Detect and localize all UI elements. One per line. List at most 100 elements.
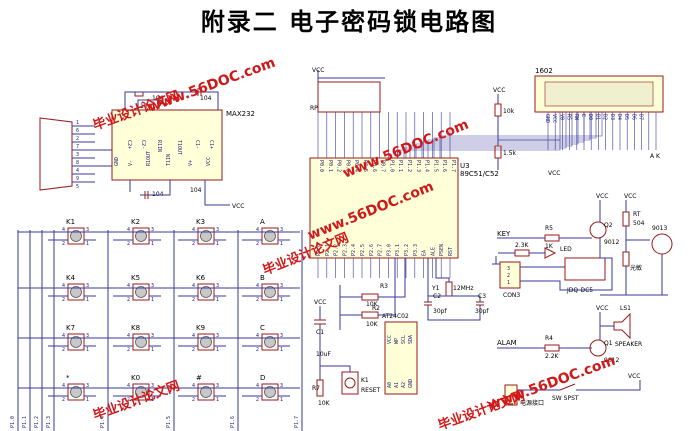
key-pin: 4 [127,383,130,389]
svg-text:10K: 10K [318,400,331,407]
key-pin: 1 [86,241,89,247]
speaker-icon [613,312,631,340]
svg-text:6: 6 [76,128,79,134]
svg-text:Q2: Q2 [604,222,613,229]
key-body [261,283,279,301]
mcu-pin-label: P2.1 [325,244,331,256]
key-body [197,383,215,401]
lcd-pin-label: D6 [630,114,636,120]
mcu-pin-label: P1.0 [388,160,394,172]
max232-pin-label: C1+ [208,140,214,149]
key-label: K6 [196,274,206,282]
mcu-pin-label: P0.2 [336,160,342,172]
key-pin: 3 [280,333,283,339]
mcu-pin-label: P0.5 [362,160,368,172]
key-label: C [260,324,265,332]
key-pin: 1 [280,241,283,247]
relay-driver: KEY R5 1K Q2 9012 VCC 2.3K LED JDQ-DC5 3… [492,193,619,299]
key-pin: 3 [216,283,219,289]
mcu-pin-label: P0.7 [380,160,386,172]
bus-net-label: P1.7 [294,416,300,428]
key-button-icon [70,230,82,242]
svg-text:1K: 1K [545,243,554,250]
key-pin: 4 [62,383,65,389]
max232-pin-label: C2- [140,140,146,149]
db9-connector: 16 27 38 49 5 [39,117,112,191]
svg-text:VCC: VCC [628,373,640,380]
lcd-pin-label: V0 [558,114,564,120]
svg-text:VCC: VCC [624,193,636,200]
key-label: A [260,218,265,226]
mcu-pin-label: P2.7 [378,244,384,256]
mcu-pin-label: P3.1 [395,244,401,256]
key-pin: 1 [151,241,154,247]
mcu-ref: U3 [460,162,470,170]
svg-text:C3: C3 [478,293,486,300]
key-pin: 2 [256,297,259,303]
mcu-pin-label: P0.3 [344,160,350,172]
key-pin: 2 [127,347,130,353]
key-label: * [66,374,70,382]
svg-text:9: 9 [76,176,79,182]
key-pin: 2 [256,347,259,353]
bus-net-label: P1.0 [10,416,16,428]
svg-text:2: 2 [76,136,79,142]
power-input: 电源接口 SW SPST VCC [504,373,641,407]
lcd-pin-label: RS [566,114,572,120]
mcu-pin-label: P1.7 [450,160,456,172]
lcd-data-bus [397,112,561,158]
mcu-pin-label: P1.5 [432,160,438,172]
page-title: 附录二 电子密码锁电路图 [200,7,498,36]
key-pin: 1 [280,347,283,353]
svg-text:3: 3 [507,266,510,272]
lcd-pin-label: D2 [602,114,608,120]
svg-text:R7: R7 [312,385,320,392]
svg-text:104: 104 [200,95,212,102]
light-sensor: VCC RT 504 光敏 9013 [600,193,673,296]
key-pin: 4 [192,383,195,389]
mcu-pin-label: P1.1 [397,160,403,172]
key-button-icon [264,336,276,348]
relay [564,257,606,281]
key-body [67,333,85,351]
svg-text:504: 504 [633,220,645,227]
lcd-pin-label: RW [573,114,579,121]
svg-text:VCC: VCC [314,299,326,306]
max232-pin-label: T1OUT [176,140,182,155]
svg-text:CON3: CON3 [503,292,520,299]
mcu-pin-label: P3.3 [413,244,419,256]
svg-text:LED: LED [560,246,572,253]
max232-vcc: VCC [232,203,244,210]
lcd-pin-label: GND [544,114,550,123]
key-pin: 1 [151,397,154,403]
max232-pin-label: V+ [188,160,194,166]
key-pin: 1 [216,241,219,247]
key-pin: 3 [151,283,154,289]
lcd-data-bus [403,112,567,158]
max232-pin-label: C2+ [126,140,132,149]
svg-text:104: 104 [190,187,202,194]
mcu-pin-label: P1.6 [441,160,447,172]
svg-text:RT: RT [633,211,641,218]
key-pin: 2 [192,397,195,403]
mcu-pin-label: P0.6 [371,160,377,172]
svg-text:Q1: Q1 [604,340,613,347]
key-label: K7 [66,324,75,332]
key-label: K4 [66,274,76,282]
max232-pin-label: C1- [194,140,200,149]
svg-text:R4: R4 [545,335,553,342]
mcu-vcc: VCC [312,67,324,74]
mcu-pin-label: P3.0 [386,244,392,256]
key-button-icon [264,386,276,398]
max232-label: MAX232 [226,110,255,118]
alam-net-label: ALAM [497,339,517,347]
resistor-network [317,81,381,113]
key-button-icon [200,336,212,348]
max232-pin-label: V- [128,160,134,166]
key-pin: 1 [86,397,89,403]
key-pin: 3 [86,383,89,389]
mcu-pin-label: P0.1 [327,160,333,172]
